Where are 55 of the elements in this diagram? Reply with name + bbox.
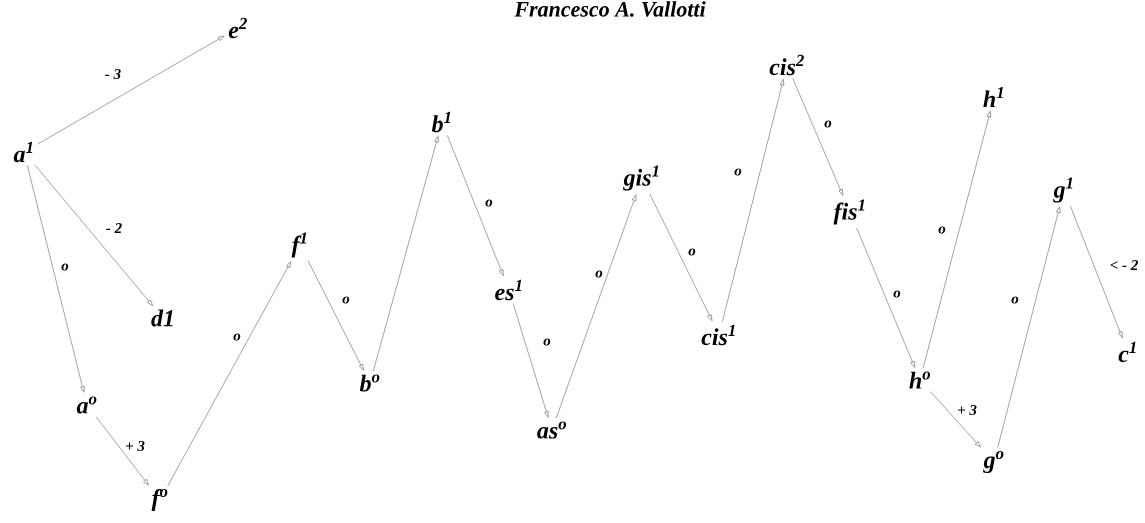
arrow [372, 136, 439, 372]
edge-label: o [937, 225, 947, 235]
arrow [997, 206, 1061, 449]
arrow [95, 416, 149, 486]
note-label: f$^{1}$ [291, 232, 307, 258]
note-label: cis$^{2}$ [769, 54, 804, 76]
edge-label: o [687, 247, 697, 257]
edge-label: o [484, 198, 494, 208]
arrow [722, 79, 785, 322]
note-label: h$^{o}$ [909, 371, 931, 389]
edge-label: o [1010, 295, 1020, 305]
edge-label: o [892, 289, 902, 299]
edge-label: o [733, 167, 743, 177]
edge-label: + 3 [956, 403, 978, 417]
note-label: cis$^{1}$ [701, 324, 735, 346]
arrow [649, 193, 713, 322]
arrow [37, 35, 225, 145]
note-label: f$^{o}$ [151, 489, 168, 512]
arrow [1069, 205, 1123, 339]
title: Francesco A. Vallotti [514, 1, 706, 17]
edge-label: o [823, 119, 833, 129]
edge-label: o [341, 295, 351, 305]
edge-label: o [60, 262, 70, 272]
edge-label: o [594, 269, 604, 279]
note-label: e$^{2}$ [228, 17, 247, 39]
edge-label: o [232, 332, 242, 342]
arrow [34, 165, 153, 306]
note-label: g$^{o}$ [983, 451, 1004, 474]
arrow [856, 227, 916, 368]
edge-label: o [542, 337, 552, 347]
edge-label: - 2 [104, 222, 124, 234]
note-label: c$^{1}$ [1118, 341, 1136, 363]
arrow [447, 135, 504, 277]
edge-label: + 3 [124, 439, 146, 453]
note-label: g$^{1}$ [1053, 177, 1073, 203]
note-label: b$^{1}$ [431, 111, 451, 133]
arrow [27, 165, 85, 393]
arrow [512, 303, 549, 418]
note-label: as$^{o}$ [537, 421, 567, 439]
edge-label: - 3 [103, 67, 123, 81]
arrow [555, 194, 637, 419]
note-label: d1 [151, 309, 173, 327]
edge-label: < - 2 [1108, 259, 1140, 271]
note-label: gis$^{1}$ [623, 165, 659, 191]
arrow [930, 391, 981, 448]
note-label: a$^{o}$ [76, 396, 97, 414]
note-label: h$^{1}$ [983, 86, 1003, 108]
arrow [307, 260, 364, 371]
arrow [922, 110, 991, 369]
arrow [167, 261, 292, 487]
note-label: a$^{1}$ [13, 141, 33, 163]
note-label: fis$^{1}$ [833, 199, 865, 225]
note-label: b$^{o}$ [359, 374, 380, 392]
arrow [792, 78, 844, 196]
note-label: es$^{1}$ [495, 279, 522, 301]
